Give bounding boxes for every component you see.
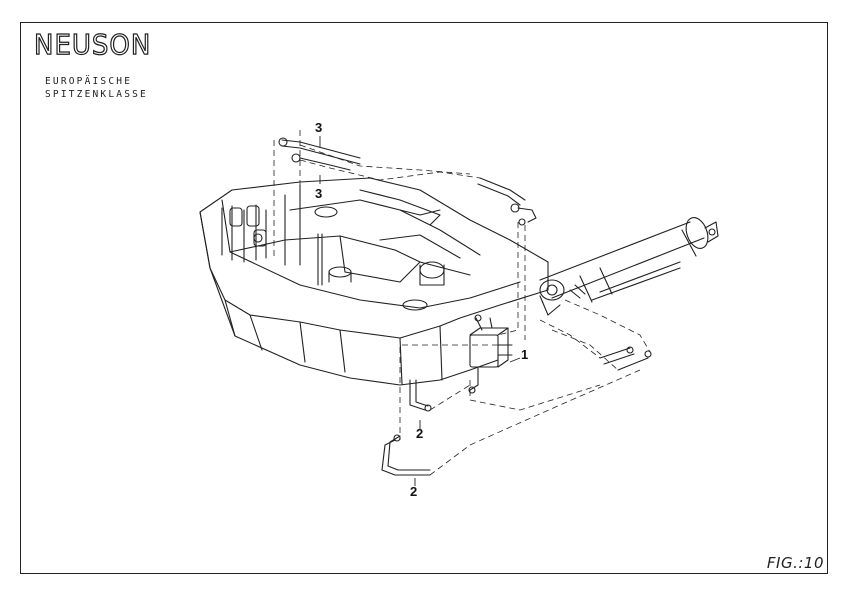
hose-3 xyxy=(278,137,537,226)
logo: NEUSON EUROPÄISCHE SPITZENKLASSE xyxy=(32,29,192,110)
valve-block xyxy=(468,314,513,394)
callout-3-mid: 3 xyxy=(315,186,323,201)
callout-2-lower: 2 xyxy=(410,484,418,499)
tagline-line-2: SPITZENKLASSE xyxy=(45,89,148,100)
hydraulic-cylinder xyxy=(539,217,719,316)
callout-2-upper: 2 xyxy=(416,426,424,441)
drawing-sheet xyxy=(20,22,828,574)
brand-logo: NEUSON xyxy=(33,29,152,62)
tagline-line-1: EUROPÄISCHE xyxy=(45,76,133,87)
figure-label: FIG.:10 xyxy=(766,554,824,572)
callout-3-top: 3 xyxy=(315,120,323,135)
hose-2 xyxy=(381,379,432,476)
chassis-body xyxy=(199,177,549,386)
right-fittings xyxy=(599,346,652,371)
callout-1: 1 xyxy=(521,347,529,362)
